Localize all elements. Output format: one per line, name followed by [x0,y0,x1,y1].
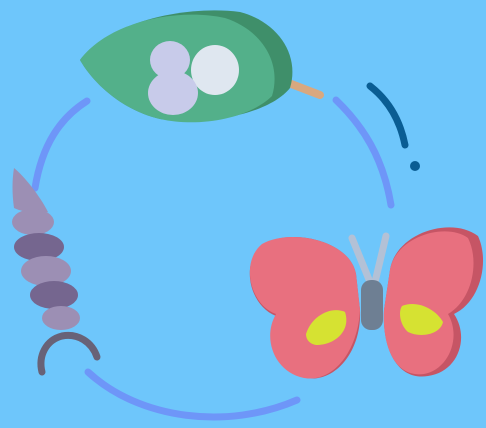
butterfly-body [361,280,383,330]
cycle-arc-left [35,101,87,188]
antenna-right [375,236,386,282]
chrysalis-hook [41,335,97,372]
chrysalis-segment-3 [21,256,71,286]
egg-right [191,45,239,95]
motion-line-arc [370,86,405,145]
butterfly-icon [250,227,483,378]
motion-dot [410,161,420,171]
chrysalis-segment-1 [12,209,54,235]
egg-bottom [148,71,198,115]
chrysalis-segment-5 [42,306,80,330]
cycle-arc-right [336,100,391,205]
wing-left [250,237,360,379]
leaf-with-eggs-icon [80,10,320,122]
leaf-stem [286,82,320,95]
chrysalis-icon [12,168,97,372]
chrysalis-segment-4 [30,281,78,309]
chrysalis-tip [13,168,49,213]
cycle-arc-bottom [88,372,297,417]
